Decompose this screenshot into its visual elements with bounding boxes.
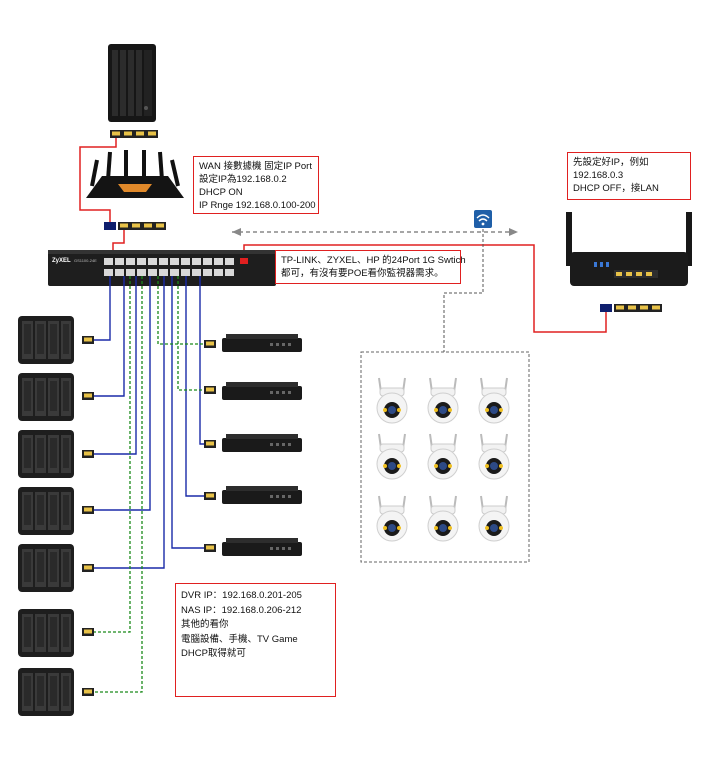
ip-note-line: 其他的看你 [181, 619, 229, 630]
switch-note-line: TP-LINK、ZYXEL、HP 的24Port 1G Swtich [281, 255, 466, 266]
modem-ports [110, 130, 158, 138]
router-ports [104, 222, 166, 230]
ip-camera [478, 377, 510, 424]
nas-device [18, 373, 74, 421]
nas-connectors [82, 336, 94, 696]
switch-model: GS1100-24E [74, 258, 97, 263]
nas-devices [18, 316, 74, 716]
nas-device [18, 316, 74, 364]
router-note-line: WAN 接數據機 固定IP Port [199, 161, 312, 172]
nas-device [18, 430, 74, 478]
router-note: WAN 接數據機 固定IP Port 設定IP為192.168.0.2 DHCP… [193, 156, 319, 214]
switch-note-line: 都可，有沒有要POE看你監視器需求。 [281, 268, 444, 279]
ip-camera [427, 377, 459, 424]
ip-note-line: 電腦設備、手機、TV Game [181, 633, 298, 645]
cameras [376, 377, 510, 542]
ip-camera [478, 433, 510, 480]
modem [108, 44, 156, 122]
red-links [79, 138, 607, 333]
router-note-line: IP Rnge 192.168.0.100-200 [199, 200, 316, 211]
dvr-device [222, 486, 302, 504]
ip-camera [376, 377, 408, 424]
access-point-ports [600, 304, 662, 312]
ip-camera [427, 433, 459, 480]
switch-note: TP-LINK、ZYXEL、HP 的24Port 1G Swtich 都可，有沒… [275, 250, 466, 284]
ip-note: DVR IP：192.168.0.201-205 NAS IP：192.168.… [175, 583, 336, 697]
nas-device [18, 668, 74, 716]
ip-camera [427, 495, 459, 542]
ap-note: 先設定好IP，例如 192.168.0.3 DHCP OFF，接LAN [567, 152, 691, 200]
ip-camera [376, 433, 408, 480]
nas-device [18, 544, 74, 592]
ip-camera [478, 495, 510, 542]
dvr-device [222, 538, 302, 556]
access-point [566, 212, 692, 286]
ip-note-line: NAS IP：192.168.0.206-212 [181, 604, 302, 616]
wifi-link [232, 210, 518, 352]
nas-device [18, 487, 74, 535]
ip-note-line: DVR IP：192.168.0.201-205 [181, 590, 302, 601]
green-links [90, 276, 208, 693]
wifi-icon [474, 210, 492, 228]
ap-note-line: 先設定好IP，例如 [573, 157, 649, 168]
dvr-device [222, 334, 302, 352]
router [86, 150, 184, 198]
router-note-line: DHCP ON [199, 187, 243, 198]
dvr-device [222, 382, 302, 400]
dvr-devices [222, 334, 302, 556]
nas-device [18, 609, 74, 657]
switch-brand: ZyXEL [52, 258, 71, 264]
camera-group [360, 351, 530, 563]
ip-camera [376, 495, 408, 542]
blue-links [90, 276, 208, 569]
ap-note-line: 192.168.0.3 [573, 170, 624, 181]
router-note-line: 設定IP為192.168.0.2 [199, 174, 287, 185]
ip-note-line: DHCP取得就可 [181, 648, 246, 659]
dvr-connectors [204, 340, 216, 552]
dvr-device [222, 434, 302, 452]
ap-note-line: DHCP OFF，接LAN [573, 183, 659, 194]
switch: ZyXEL GS1100-24E [48, 250, 276, 286]
